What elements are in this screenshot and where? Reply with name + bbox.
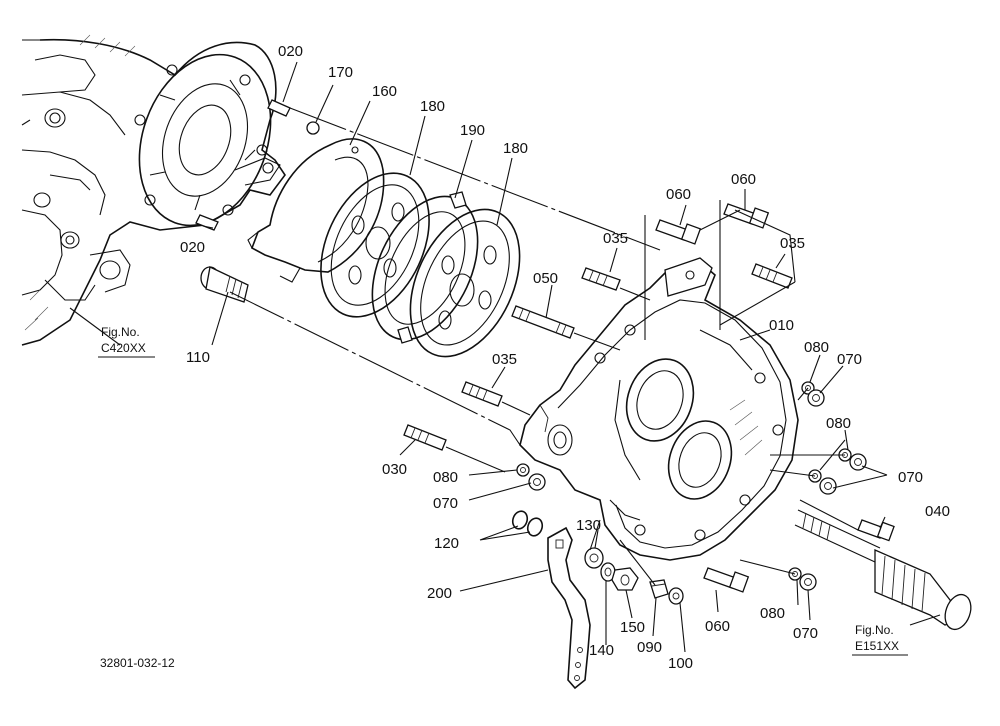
label-070-middle: 070 — [898, 469, 923, 486]
clutch-housing-010 — [519, 257, 799, 561]
washer-080-c — [516, 463, 530, 477]
dowel-pin-020-top — [267, 99, 291, 117]
label-190: 190 — [460, 122, 485, 139]
label-060-upper-left: 060 — [666, 186, 691, 203]
o-ring-120 — [511, 510, 544, 537]
label-020-top: 020 — [278, 43, 303, 60]
cover-plate-160 — [247, 138, 385, 283]
label-200: 200 — [427, 585, 452, 602]
washer-100 — [668, 587, 684, 605]
label-090: 090 — [637, 639, 662, 656]
label-130: 130 — [576, 517, 601, 534]
nut-070-c — [528, 473, 546, 491]
nut-070-a — [807, 389, 825, 407]
figure-reference-c420xx: Fig.No. C420XX — [98, 325, 155, 358]
label-160: 160 — [372, 83, 397, 100]
label-080-left: 080 — [433, 469, 458, 486]
separator-plate-190 — [371, 191, 479, 344]
label-040: 040 — [925, 503, 950, 520]
label-010: 010 — [769, 317, 794, 334]
label-035-upper: 035 — [603, 230, 628, 247]
label-030: 030 — [382, 461, 407, 478]
stud-035-lower — [461, 381, 503, 407]
label-170: 170 — [328, 64, 353, 81]
label-100: 100 — [668, 655, 693, 672]
friction-disc-180-a — [320, 172, 430, 318]
label-060-lower: 060 — [705, 618, 730, 635]
dowel-pin-020-bottom — [195, 214, 219, 231]
nut-150 — [611, 567, 639, 591]
label-020-bottom: 020 — [180, 239, 205, 256]
stud-030 — [403, 424, 447, 451]
part-labels: 020 170 160 180 190 180 020 110 060 060 … — [180, 43, 950, 672]
label-080-middle: 080 — [826, 415, 851, 432]
washer-130 — [584, 547, 604, 569]
bolt-110 — [200, 266, 249, 303]
fig-ref-c420-line2: C420XX — [101, 341, 146, 355]
label-080-lower: 080 — [760, 605, 785, 622]
label-070-upper: 070 — [837, 351, 862, 368]
label-050: 050 — [533, 270, 558, 287]
label-035-lower: 035 — [492, 351, 517, 368]
nut-070-d — [799, 573, 817, 591]
label-060-upper-right: 060 — [731, 171, 756, 188]
label-180-first: 180 — [420, 98, 445, 115]
label-070-left: 070 — [433, 495, 458, 512]
bolt-040 — [857, 519, 895, 542]
label-110: 110 — [186, 349, 210, 366]
diagram-code: 32801-032-12 — [100, 656, 175, 670]
bolt-060-upper-left — [655, 219, 702, 245]
fig-ref-c420-line1: Fig.No. — [101, 325, 140, 339]
label-140: 140 — [589, 642, 614, 659]
label-120: 120 — [434, 535, 459, 552]
nut-070-b1 — [849, 453, 867, 471]
label-035-right: 035 — [780, 235, 805, 252]
leader-lines — [69, 61, 941, 653]
figure-reference-e151xx: Fig.No. E151XX — [852, 623, 908, 656]
label-070-lower: 070 — [793, 625, 818, 642]
washer-080-b2 — [808, 469, 822, 483]
engine-housing-drawing — [21, 34, 286, 346]
fig-ref-e151-line1: Fig.No. — [855, 623, 894, 637]
release-lever-200 — [547, 526, 591, 690]
ball-170 — [306, 121, 320, 135]
fig-ref-e151-line2: E151XX — [855, 639, 899, 653]
bolt-060-lower — [703, 567, 750, 593]
stud-035-right — [751, 263, 793, 289]
stud-035-upper — [581, 267, 621, 291]
nut-070-b2 — [819, 477, 837, 495]
label-080-upper: 080 — [804, 339, 829, 356]
label-180-second: 180 — [503, 140, 528, 157]
stud-050 — [511, 305, 575, 339]
friction-disc-180-b — [409, 208, 521, 358]
splined-shaft — [794, 509, 972, 631]
label-150: 150 — [620, 619, 645, 636]
bolt-060-upper-right — [723, 203, 770, 229]
